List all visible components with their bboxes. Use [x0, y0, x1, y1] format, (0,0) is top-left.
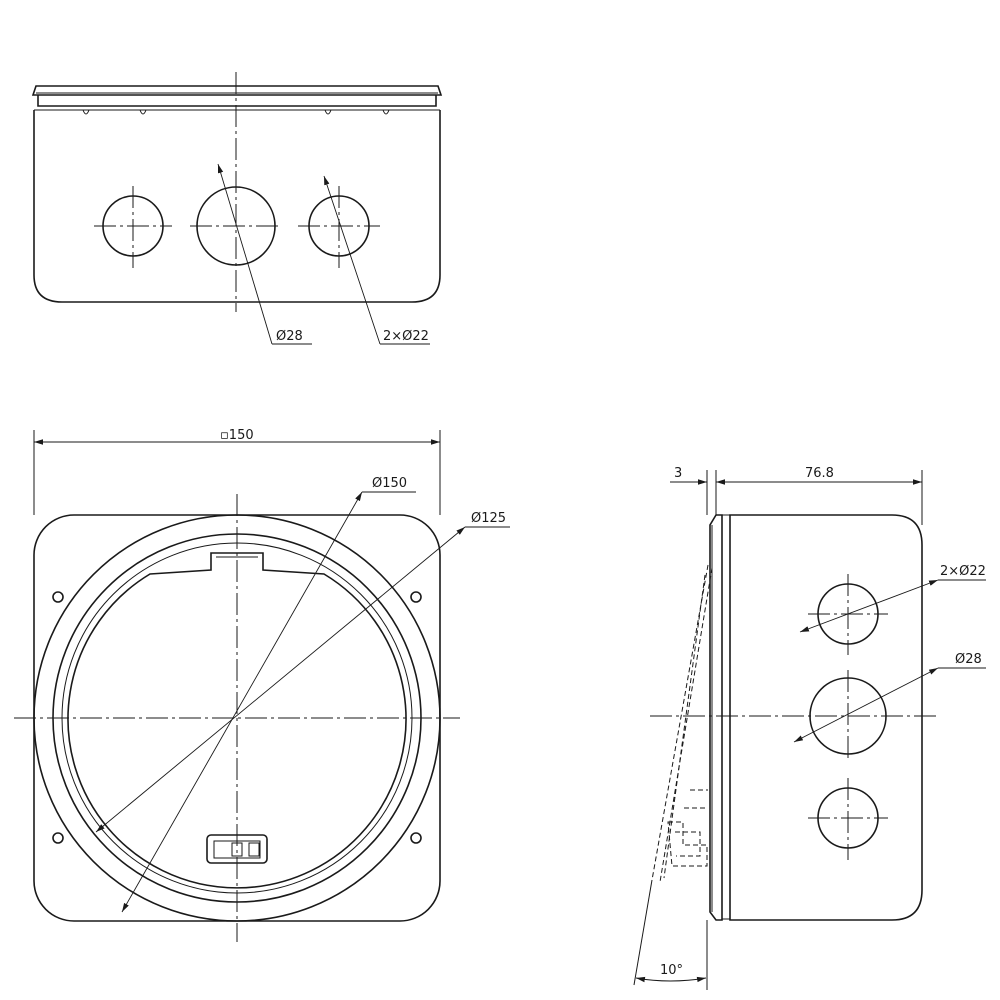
side-depth-label: 76.8 [805, 466, 834, 481]
front-dia-outer-label: Ø150 [372, 476, 407, 491]
mount-hole-bl [52, 832, 64, 844]
mount-hole-tr [410, 591, 422, 603]
mount-hole-br [410, 832, 422, 844]
top-view-body [33, 110, 441, 303]
mount-hole-tl [52, 591, 64, 603]
side-angle-label: 10° [660, 963, 683, 978]
side-hole-small-label: 2×Ø22 [940, 564, 986, 579]
top-hole-small-label: 2×Ø22 [383, 329, 429, 344]
side-hole-large-label: Ø28 [955, 652, 982, 667]
front-view [14, 430, 510, 942]
top-view [31, 72, 443, 345]
side-body [729, 514, 923, 921]
top-hole-large-label: Ø28 [276, 329, 303, 344]
front-square-label: ▫150 [220, 428, 254, 443]
top-view-lid [31, 85, 443, 96]
front-dia-inner-label: Ø125 [471, 511, 506, 526]
side-view [633, 470, 986, 990]
side-thickness-label: 3 [674, 466, 682, 481]
